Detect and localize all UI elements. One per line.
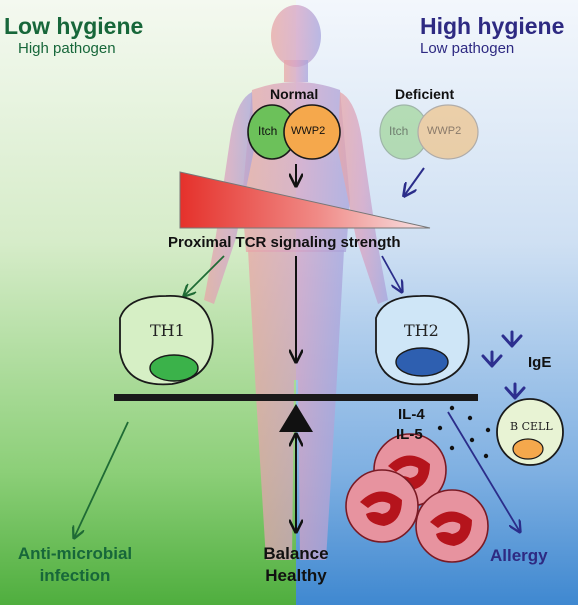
deficient-arrow (404, 167, 425, 196)
healthy-label: Healthy (265, 566, 327, 585)
itch-wwp2-complex-normal (247, 104, 341, 160)
right-panel-subtitle: Low pathogen (420, 40, 515, 57)
anti-microbial-label: Anti-microbial infection (0, 544, 150, 586)
left-panel-title: Low hygiene (4, 13, 144, 39)
th2-nucleus (395, 347, 449, 377)
wwp2-protein-normal (283, 104, 341, 160)
balance-label: Balance (263, 544, 329, 563)
antibody-icon (481, 330, 526, 400)
normal-label: Normal (270, 86, 319, 102)
il4-label: IL-4 (398, 406, 425, 423)
signal-strength-wedge (179, 171, 431, 229)
th2-cell (375, 295, 470, 386)
b-cell (496, 398, 564, 466)
th1-arrow (184, 255, 225, 296)
balance-beam (114, 394, 478, 401)
left-panel-subtitle: High pathogen (18, 40, 116, 57)
wwp2-label-normal: WWP2 (291, 125, 326, 137)
allergy-label: Allergy (490, 546, 548, 565)
th1-label: TH1 (150, 321, 185, 340)
anti-microbial-line1: Anti-microbial (17, 544, 133, 563)
red-blood-cell-icon (345, 433, 489, 563)
signal-strength-label: Proximal TCR signaling strength (168, 234, 401, 251)
cytokine-dots (437, 405, 491, 459)
th2-label: TH2 (404, 321, 439, 340)
ige-label: IgE (528, 354, 552, 371)
right-panel-title: High hygiene (420, 13, 565, 39)
th1-nucleus (149, 354, 199, 382)
anti-microbial-arrow (74, 421, 129, 538)
wwp2-label-deficient: WWP2 (427, 125, 462, 137)
anti-microbial-line2: infection (39, 566, 111, 585)
b-cell-label: B CELL (510, 420, 553, 433)
balance-healthy-label: Balance Healthy (236, 544, 356, 586)
itch-label-normal: Itch (258, 124, 278, 138)
itch-wwp2-complex-deficient (379, 104, 479, 160)
th1-cell (119, 295, 214, 386)
scale-fulcrum-icon (279, 404, 313, 432)
b-cell-nucleus (512, 438, 544, 460)
deficient-label: Deficient (395, 86, 455, 102)
wwp2-protein-deficient (417, 104, 479, 160)
allergy-arrow (447, 411, 520, 532)
il5-label: IL-5 (396, 426, 423, 443)
itch-label-deficient: Itch (389, 124, 409, 138)
th2-arrow (381, 255, 402, 292)
